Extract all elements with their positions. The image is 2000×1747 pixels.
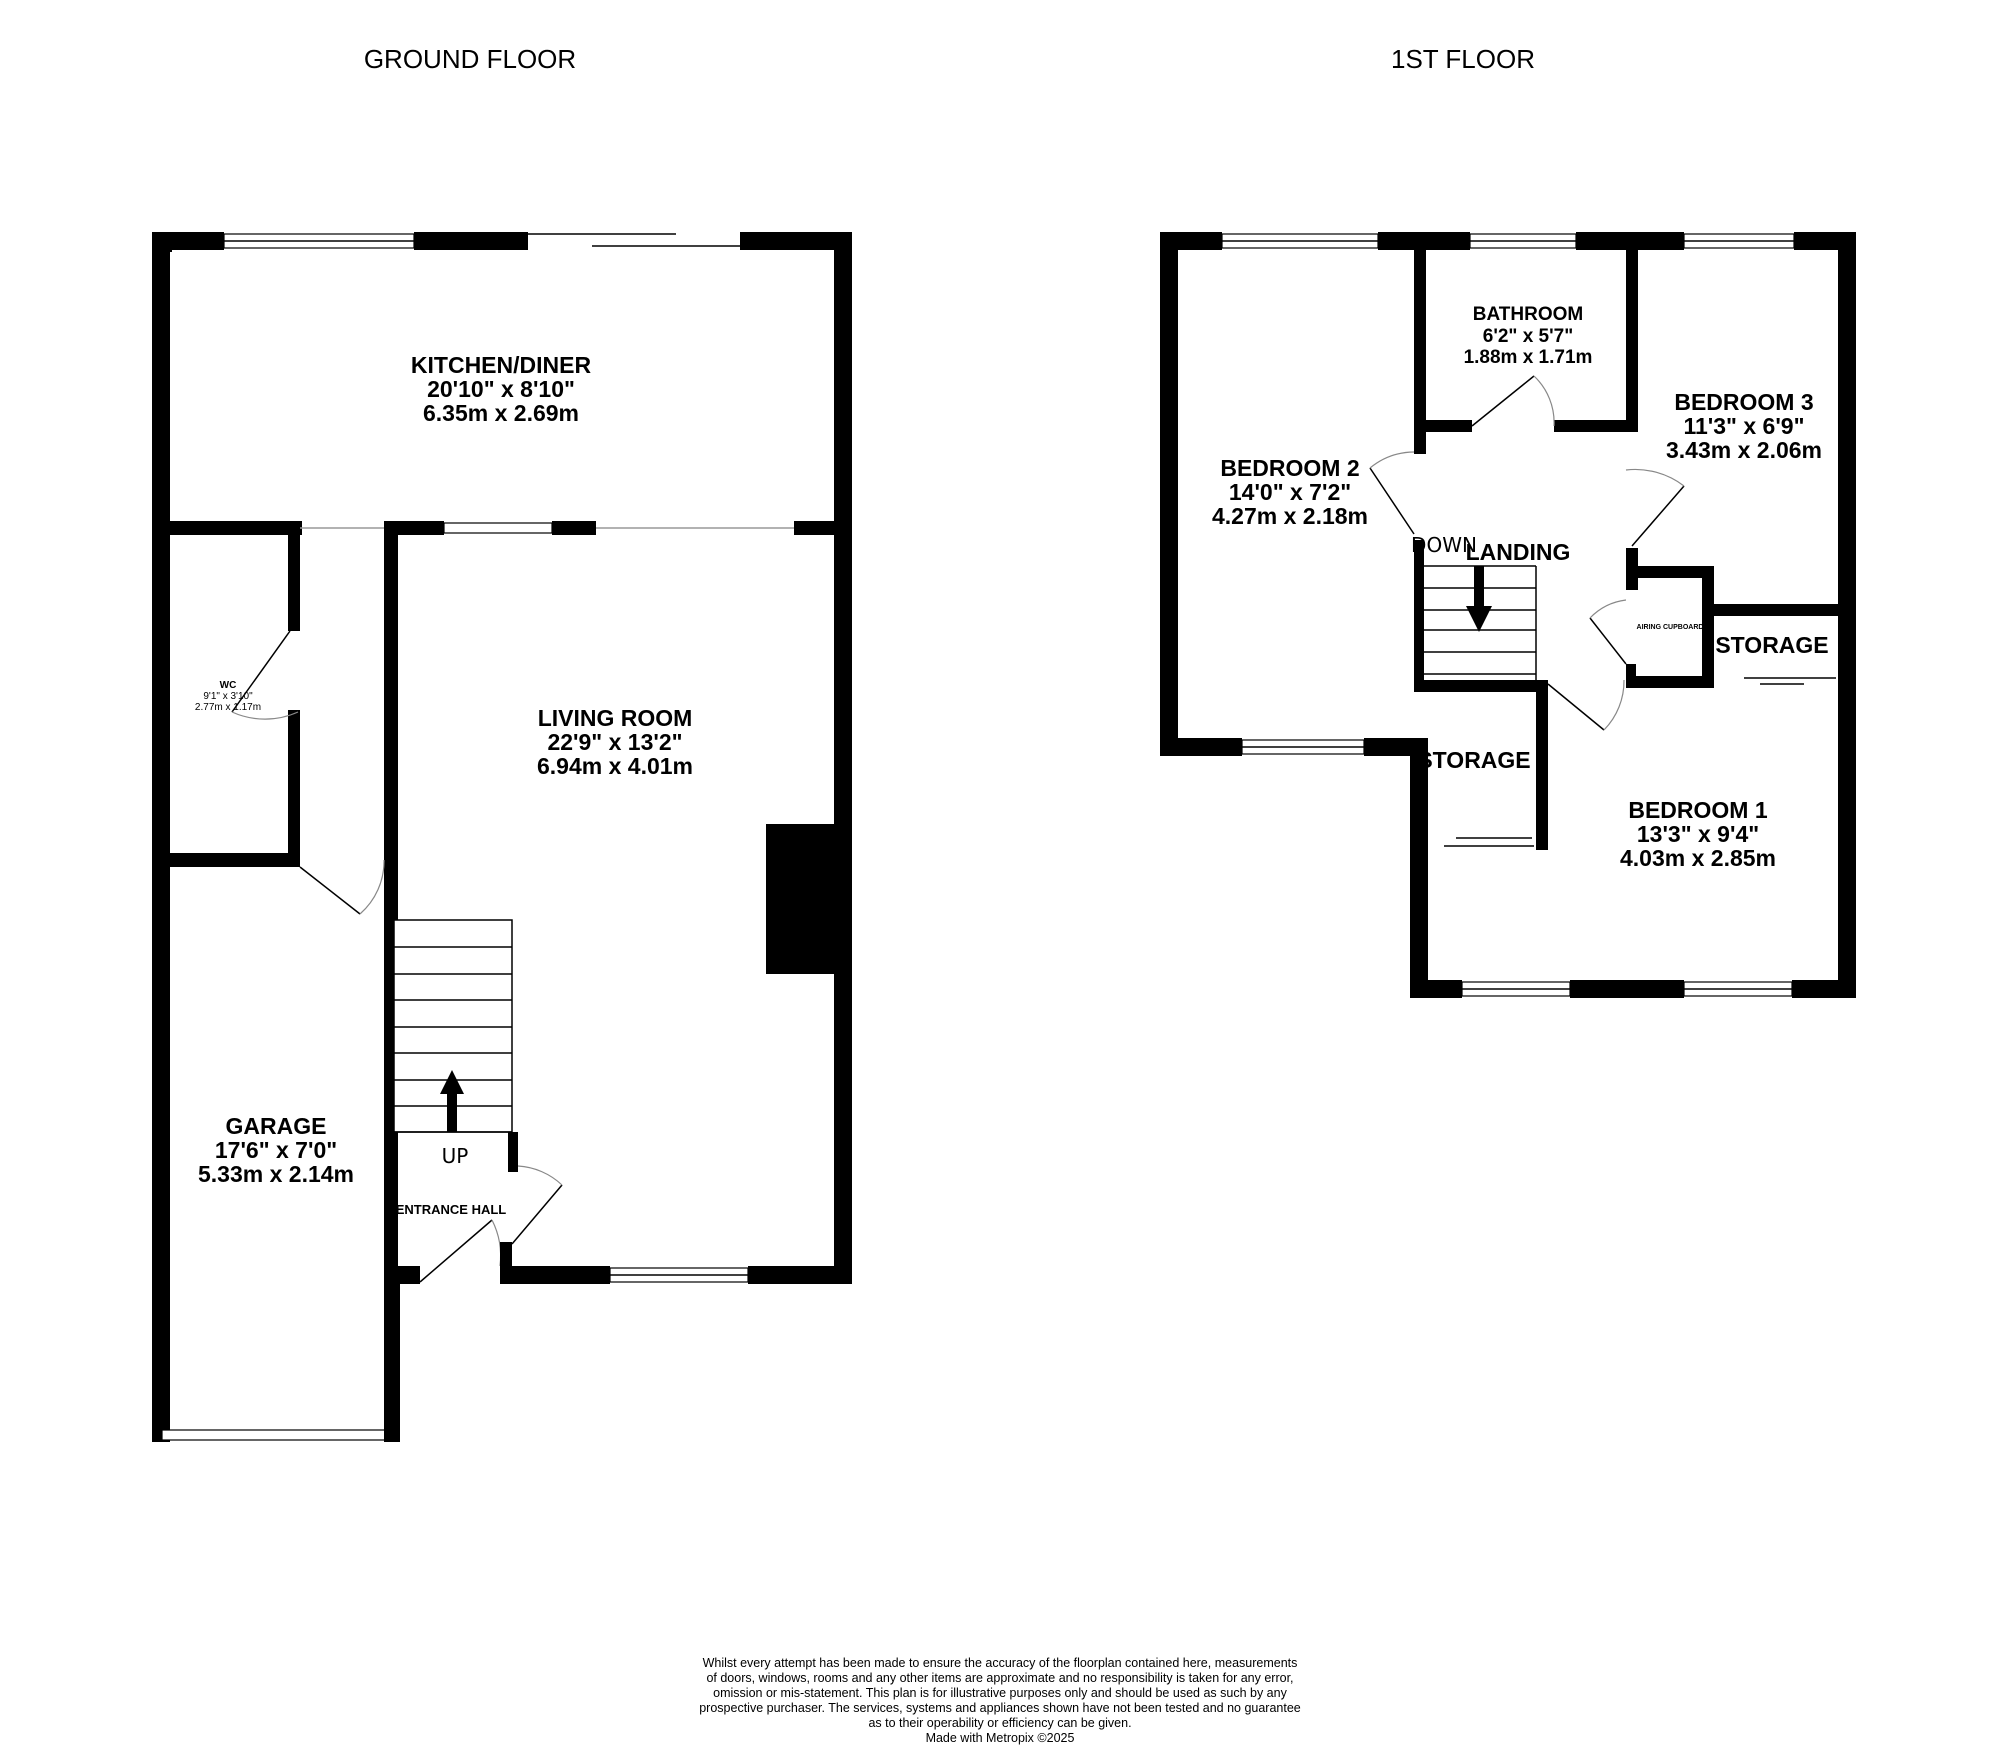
wall (384, 521, 444, 535)
wall (1554, 420, 1626, 432)
stairs-up-label: UP (442, 1144, 469, 1168)
living-room-imperial: 22'9" x 13'2" (547, 729, 682, 755)
disclaimer-line: omission or mis-statement. This plan is … (713, 1686, 1287, 1700)
bedroom2-metric: 4.27m x 2.18m (1212, 503, 1368, 529)
ground-floor-plan: KITCHEN/DINER 20'10" x 8'10" 6.35m x 2.6… (152, 232, 852, 1442)
disclaimer-credit: Made with Metropix ©2025 (925, 1731, 1075, 1745)
wall (1570, 980, 1684, 998)
bathroom-imperial: 6'2" x 5'7" (1483, 326, 1573, 347)
garage-label: GARAGE (226, 1113, 327, 1139)
disclaimer-line: as to their operability or efficiency ca… (868, 1716, 1132, 1730)
garage-door (161, 1429, 387, 1441)
wall (1364, 738, 1410, 756)
bedroom2-imperial: 14'0" x 7'2" (1229, 479, 1351, 505)
wall (1626, 676, 1714, 688)
chimney-breast (766, 824, 836, 974)
airing-cupboard-label: AIRING CUPBOARD (1637, 624, 1704, 631)
disclaimer-line: Whilst every attempt has been made to en… (702, 1656, 1298, 1670)
storage-left-label: STORAGE (1417, 747, 1530, 773)
wall (152, 521, 302, 535)
wall (1414, 540, 1424, 690)
wall (1626, 232, 1638, 432)
bathroom-label: BATHROOM (1473, 304, 1583, 325)
wall (1712, 604, 1856, 616)
garage-imperial: 17'6" x 7'0" (215, 1137, 337, 1163)
bedroom2-label: BEDROOM 2 (1220, 455, 1359, 481)
wc-metric: 2.77m x 1.17m (195, 702, 261, 713)
window (443, 522, 553, 534)
wall (152, 1428, 162, 1442)
wall (152, 853, 300, 867)
wall (1414, 232, 1426, 454)
stairs-down-label: DOWN (1411, 533, 1477, 557)
living-room-metric: 6.94m x 4.01m (537, 753, 693, 779)
bedroom3-metric: 3.43m x 2.06m (1666, 437, 1822, 463)
stairs-down (1414, 540, 1537, 690)
wall (1626, 548, 1638, 590)
wall (1160, 738, 1242, 756)
kitchen-imperial: 20'10" x 8'10" (427, 376, 575, 402)
wall (740, 232, 852, 250)
wall (748, 1266, 852, 1284)
bedroom3-label: BEDROOM 3 (1674, 389, 1813, 415)
wall (1702, 566, 1714, 688)
living-room-label: LIVING ROOM (538, 705, 693, 731)
first-floor-title: 1ST FLOOR (1390, 44, 1535, 74)
wall (1410, 738, 1428, 998)
wall (414, 232, 528, 250)
wall (1160, 232, 1178, 756)
wall (152, 232, 170, 1442)
wall (288, 535, 300, 631)
garage-metric: 5.33m x 2.14m (198, 1161, 354, 1187)
wall (552, 521, 596, 535)
disclaimer-line: of doors, windows, rooms and any other i… (706, 1671, 1294, 1685)
stairs-up (393, 919, 513, 1133)
wall (1636, 566, 1712, 578)
wall (1626, 664, 1636, 688)
bedroom1-metric: 4.03m x 2.85m (1620, 845, 1776, 871)
wall (384, 521, 398, 1285)
wc-label: WC (220, 680, 237, 691)
wall (834, 232, 852, 1284)
wall (288, 710, 300, 867)
wall (1792, 980, 1856, 998)
ground-floor-title: GROUND FLOOR (363, 44, 577, 74)
first-floor-plan: BATHROOM 6'2" x 5'7" 1.88m x 1.71m BEDRO… (1160, 232, 1856, 998)
bedroom1-label: BEDROOM 1 (1628, 797, 1768, 823)
disclaimer-line: prospective purchaser. The services, sys… (699, 1701, 1301, 1715)
wc-imperial: 9'1" x 3'10" (203, 691, 253, 702)
wall (1414, 680, 1542, 692)
bathroom-metric: 1.88m x 1.71m (1464, 347, 1593, 368)
storage-right-label: STORAGE (1715, 632, 1828, 658)
wall (500, 1242, 512, 1282)
disclaimer: Whilst every attempt has been made to en… (650, 1656, 1350, 1746)
wall (384, 1266, 420, 1284)
bedroom1-imperial: 13'3" x 9'4" (1637, 821, 1759, 847)
wall (794, 521, 852, 535)
wall (1414, 420, 1472, 432)
kitchen-metric: 6.35m x 2.69m (423, 400, 579, 426)
landing-label: LANDING (1466, 539, 1571, 565)
bedroom3-imperial: 11'3" x 6'9" (1683, 413, 1804, 439)
wall (384, 1268, 400, 1442)
wall (1410, 980, 1462, 998)
kitchen-label: KITCHEN/DINER (411, 352, 592, 378)
entrance-hall-label: ENTRANCE HALL (396, 1202, 507, 1217)
wall (508, 1132, 518, 1172)
wall (1536, 680, 1548, 850)
wall (500, 1266, 610, 1284)
